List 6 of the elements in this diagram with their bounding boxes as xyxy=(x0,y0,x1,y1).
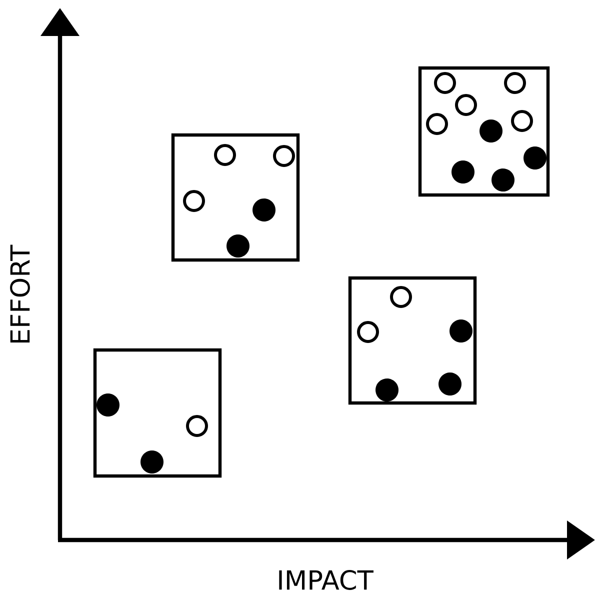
box xyxy=(93,348,222,478)
box xyxy=(348,276,477,405)
box xyxy=(418,66,550,197)
box xyxy=(171,133,300,262)
axis-label: IMPACT xyxy=(279,570,374,590)
axis-label: EFFORT xyxy=(10,244,30,343)
